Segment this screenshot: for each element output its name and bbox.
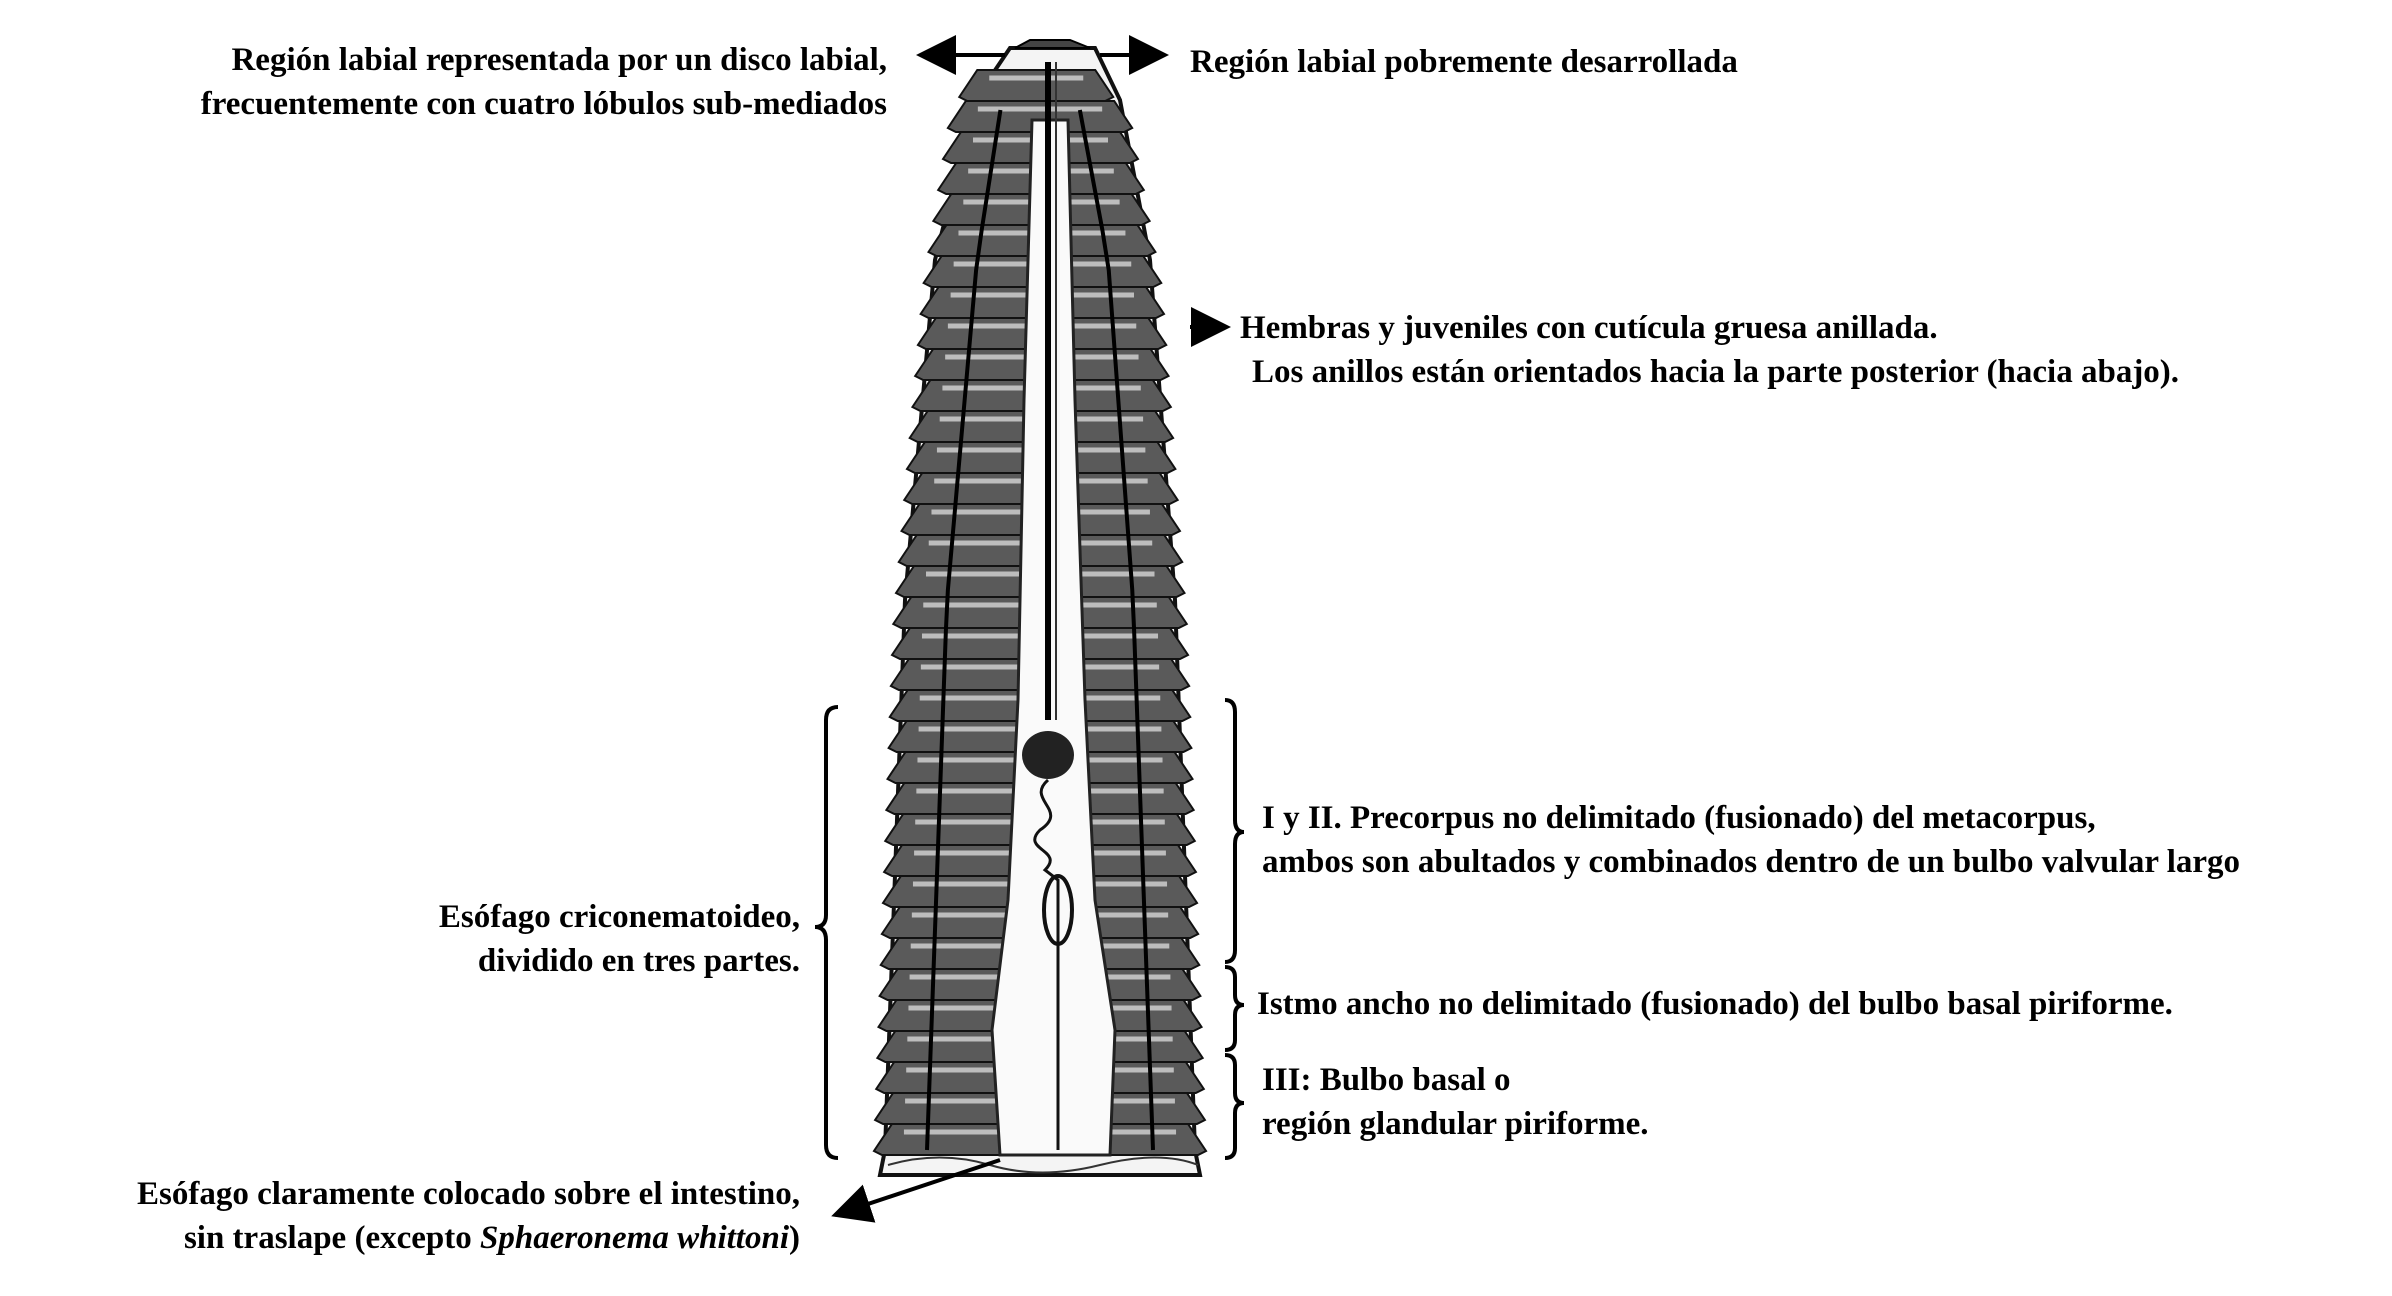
label-labial-poor: Región labial pobremente desarrollada [1190,44,1738,80]
esophageal-lumen [1033,778,1060,1150]
label-part-3-line1: III: Bulbo basal o [1262,1062,1511,1098]
label-cuticle-line1: Hembras y juveniles con cutícula gruesa … [1240,310,1938,346]
label-intestine: Esófago claramente colocado sobre el int… [137,1172,800,1260]
label-labial-disc-line2: frecuentemente con cuatro lóbulos sub-me… [200,86,887,122]
label-part-3-line2: región glandular piriforme. [1262,1106,1649,1142]
label-cuticle-line2: Los anillos están orientados hacia la pa… [1252,354,2180,390]
brace-esophagus [814,705,839,1160]
label-esophagus-line1: Esófago criconematoideo, [438,899,800,935]
lateral-line [925,109,1003,1151]
labial-disc [1014,39,1091,49]
cuticle-ring [957,69,1115,102]
label-parts-1-2-line1: I y II. Precorpus no delimitado (fusiona… [1262,800,2096,836]
label-part-3: III: Bulbo basal o región glandular piri… [1262,1058,1649,1146]
label-parts-1-2-line2: ambos son abultados y combinados dentro … [1262,844,2241,880]
label-intestine-line2: sin traslape (excepto Sphaeronema whitto… [137,1216,800,1260]
intestine-cells [887,1156,1199,1174]
label-cuticle: Hembras y juveniles con cutícula gruesa … [1240,306,2179,394]
brace-part-3 [1224,1053,1245,1160]
lateral-line [1077,109,1155,1151]
label-labial-disc: Región labial representada por un disco … [201,38,887,126]
brace-parts-1-2 [1224,698,1245,964]
species-name: Sphaeronema whittoni [479,1220,789,1256]
brace-isthmus [1224,965,1245,1052]
arrow-intestine [831,1158,1001,1223]
esophagus-outline [990,118,1117,1157]
label-esophagus: Esófago criconematoideo, dividido en tre… [439,895,800,983]
label-intestine-prefix: sin traslape (excepto [183,1220,480,1256]
label-labial-disc-line1: Región labial representada por un disco … [231,42,887,78]
label-intestine-line1: Esófago claramente colocado sobre el int… [137,1176,800,1212]
label-intestine-suffix: ) [789,1220,800,1256]
label-isthmus: Istmo ancho no delimitado (fusionado) de… [1257,986,2173,1022]
stylet-knobs [1022,731,1074,779]
label-esophagus-line2: dividido en tres partes. [477,943,800,979]
label-parts-1-2: I y II. Precorpus no delimitado (fusiona… [1262,796,2240,884]
